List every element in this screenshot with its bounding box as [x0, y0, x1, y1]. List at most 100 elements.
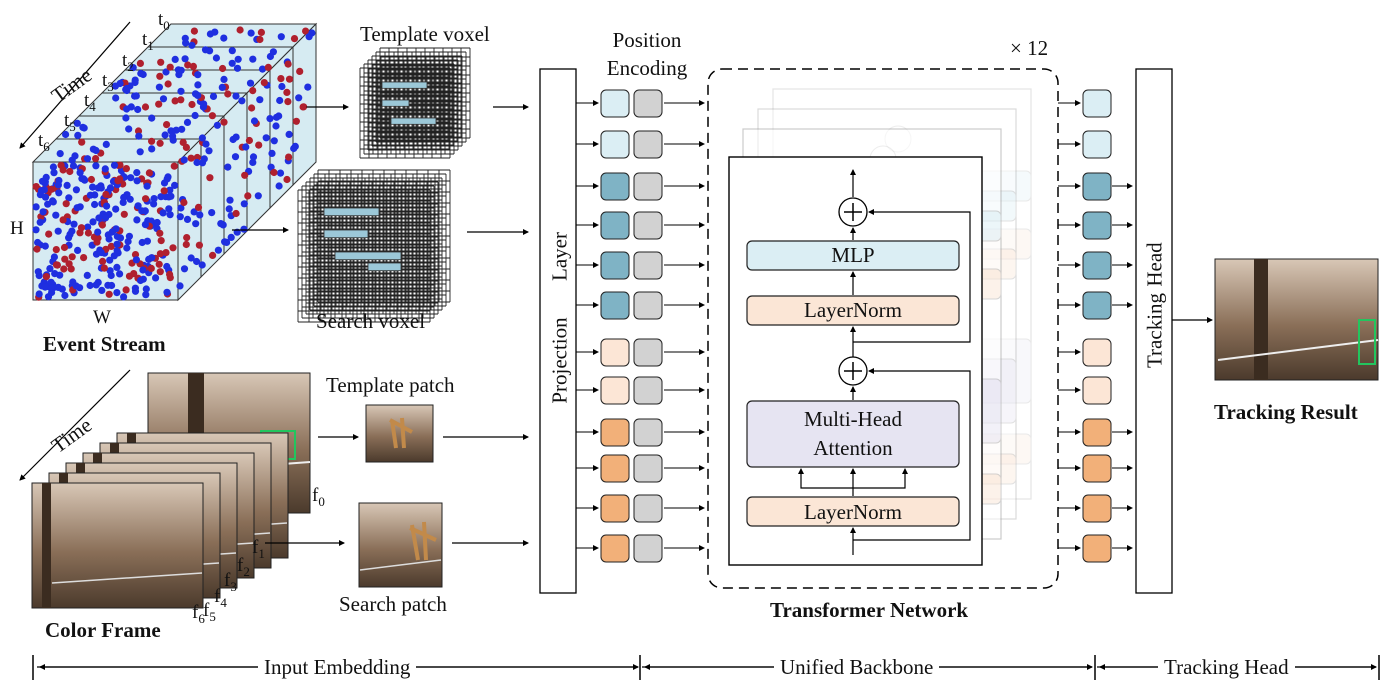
positive-event-dot — [47, 185, 55, 193]
negative-event-dot — [138, 238, 146, 247]
negative-event-dot — [150, 200, 158, 208]
negative-event-dot — [62, 130, 70, 139]
negative-event-dot — [285, 130, 293, 138]
output-token — [1082, 376, 1112, 405]
negative-event-dot — [131, 78, 139, 87]
negative-event-dot — [182, 39, 190, 47]
positive-event-dot — [264, 63, 272, 71]
negative-event-dot — [177, 87, 185, 95]
negative-event-dot — [225, 205, 233, 213]
negative-event-dot — [275, 182, 283, 190]
negative-event-dot — [32, 203, 40, 211]
time-label: t5 — [64, 110, 76, 134]
negative-event-dot — [254, 192, 262, 200]
negative-event-dot — [58, 285, 66, 293]
positive-event-dot — [68, 253, 76, 261]
positive-event-dot — [220, 118, 228, 126]
time-label: t3 — [102, 70, 114, 94]
voxel-active-cell — [381, 81, 428, 89]
negative-event-dot — [135, 132, 143, 140]
negative-event-dot — [123, 84, 131, 93]
negative-event-dot — [162, 68, 170, 76]
color-frame-stack — [19, 369, 443, 609]
negative-event-dot — [52, 211, 60, 219]
negative-event-dot — [92, 146, 100, 155]
negative-event-dot — [92, 281, 100, 289]
negative-event-dot — [142, 291, 150, 299]
positive-event-dot — [84, 229, 92, 237]
time-label: t0 — [158, 9, 170, 33]
positive-event-dot — [102, 190, 110, 199]
negative-event-dot — [122, 114, 130, 122]
positive-event-dot — [66, 167, 74, 176]
negative-event-dot — [103, 202, 111, 210]
negative-event-dot — [169, 136, 177, 144]
positive-event-dot — [57, 161, 65, 169]
input-embedding-label: Input Embedding — [258, 657, 417, 678]
positive-event-dot — [155, 100, 163, 108]
negative-event-dot — [83, 271, 91, 279]
positive-event-dot — [166, 63, 174, 71]
negative-event-dot — [223, 238, 231, 246]
frame-label: f4 — [214, 586, 227, 610]
negative-event-dot — [211, 28, 219, 36]
negative-event-dot — [171, 55, 179, 64]
search-voxel-grid — [297, 169, 451, 323]
positive-event-dot — [62, 200, 70, 208]
search-patch-label: Search patch — [339, 592, 447, 616]
positive-event-dot — [182, 143, 190, 151]
template-patch-label: Template patch — [326, 373, 455, 397]
positive-event-dot — [190, 27, 198, 35]
negative-event-dot — [83, 155, 92, 163]
residual-skip-1 — [853, 368, 971, 541]
negative-event-dot — [126, 195, 134, 203]
head-label: Head — [1142, 242, 1167, 287]
feature-token — [600, 130, 630, 159]
negative-event-dot — [226, 196, 234, 204]
negative-event-dot — [220, 34, 228, 42]
negative-event-dot — [104, 231, 112, 239]
negative-event-dot — [123, 105, 131, 113]
negative-event-dot — [74, 246, 82, 254]
positive-event-dot — [296, 67, 304, 75]
output-token — [1082, 172, 1112, 201]
positive-event-dot — [114, 177, 122, 185]
negative-event-dot — [191, 111, 199, 120]
positive-event-dot — [255, 141, 263, 149]
positive-event-dot — [78, 138, 86, 146]
negative-event-dot — [136, 276, 145, 285]
result-fence — [1217, 339, 1379, 361]
event-stream-title: Event Stream — [43, 332, 166, 356]
negative-event-dot — [48, 288, 56, 297]
feature-token — [600, 376, 630, 405]
negative-event-dot — [202, 140, 210, 148]
negative-event-dot — [276, 96, 284, 105]
negative-event-dot — [178, 125, 186, 133]
negative-event-dot — [129, 64, 137, 72]
negative-event-dot — [148, 114, 156, 122]
positive-event-dot — [188, 100, 196, 109]
negative-event-dot — [113, 263, 121, 271]
positive-event-dot — [156, 72, 164, 80]
output-token — [1082, 291, 1112, 320]
result-bounding-box — [1358, 319, 1376, 365]
negative-event-dot — [160, 179, 169, 187]
negative-event-dot — [71, 152, 79, 160]
positive-event-dot — [148, 137, 156, 145]
negative-event-dot — [86, 281, 94, 290]
negative-event-dot — [200, 100, 208, 108]
transformer-block — [707, 68, 1059, 589]
positive-event-dot — [171, 97, 179, 105]
positive-event-dot — [105, 290, 113, 298]
negative-event-dot — [249, 153, 258, 161]
negative-event-dot — [247, 29, 255, 37]
search-patch-image — [358, 502, 443, 588]
voxel-active-cell — [390, 117, 437, 125]
negative-event-dot — [153, 218, 161, 227]
negative-event-dot — [256, 96, 264, 104]
negative-event-dot — [89, 218, 97, 226]
negative-event-dot — [159, 95, 168, 103]
positive-event-dot — [170, 162, 178, 170]
negative-event-dot — [166, 186, 174, 194]
